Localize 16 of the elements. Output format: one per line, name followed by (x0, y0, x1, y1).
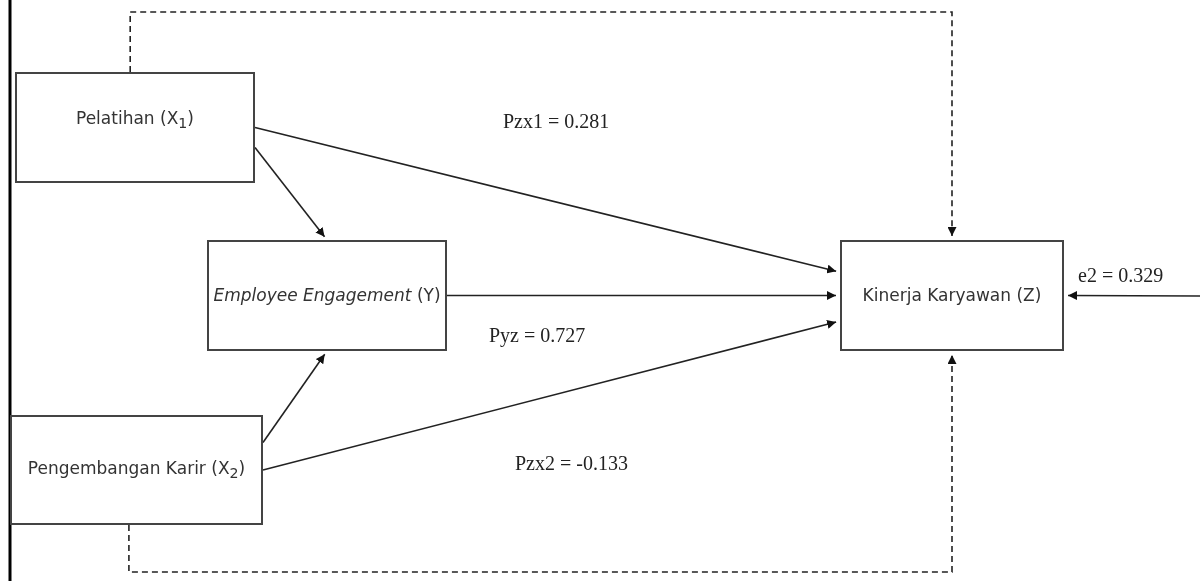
node-label: Employee Engagement (Y) (213, 283, 441, 307)
arrow (1067, 291, 1201, 301)
arrow (254, 146, 326, 238)
arrow (446, 291, 837, 300)
arrow (262, 353, 326, 444)
arrow (128, 354, 957, 573)
node-label: Kinerja Karyawan (Z) (862, 283, 1042, 307)
node-label: Pengembangan Karir (X$_{2}$) (27, 456, 246, 484)
variable-box (840, 240, 1064, 351)
node-label: Pelatihan (X$_{1}$) (76, 107, 194, 134)
arrow (262, 319, 837, 471)
arrow (254, 126, 837, 274)
variable-box (207, 240, 447, 351)
variable-box (10, 415, 263, 525)
variable-box (15, 72, 255, 183)
arrow (129, 11, 957, 237)
